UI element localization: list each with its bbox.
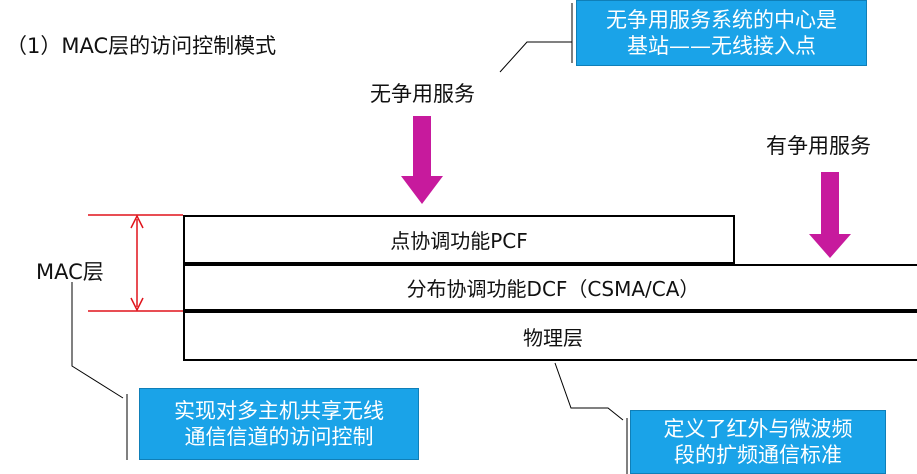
callout-mac-note: 实现对多主机共享无线 通信信道的访问控制 xyxy=(139,388,419,460)
contention-free-service-label: 无争用服务 xyxy=(370,82,475,106)
mac-layer-bracket xyxy=(88,214,183,312)
callout-line-1: 无争用服务系统的中心是 xyxy=(606,8,837,32)
callout-contention-free-note: 无争用服务系统的中心是 基站——无线接入点 xyxy=(576,0,867,66)
physical-layer: 物理层 xyxy=(183,311,917,361)
callout-line-2: 段的扩频通信标准 xyxy=(674,443,842,467)
callout-line-1: 定义了红外与微波频 xyxy=(663,417,853,441)
callout-line-1: 实现对多主机共享无线 xyxy=(174,399,384,423)
callout-leaders xyxy=(71,3,628,474)
dcf-layer: 分布协调功能DCF（CSMA/CA） xyxy=(183,264,917,311)
contention-free-down-arrow xyxy=(401,116,443,204)
mac-layer-label: MAC层 xyxy=(36,260,104,284)
contention-service-label: 有争用服务 xyxy=(766,134,871,158)
callout-physical-note: 定义了红外与微波频 段的扩频通信标准 xyxy=(630,410,886,474)
callout-line-2: 基站——无线接入点 xyxy=(627,34,816,58)
callout-line-2: 通信信道的访问控制 xyxy=(184,425,374,449)
pcf-layer: 点协调功能PCF xyxy=(183,215,735,264)
page-title: （1）MAC层的访问控制模式 xyxy=(6,34,277,58)
contention-down-arrow xyxy=(809,172,851,258)
